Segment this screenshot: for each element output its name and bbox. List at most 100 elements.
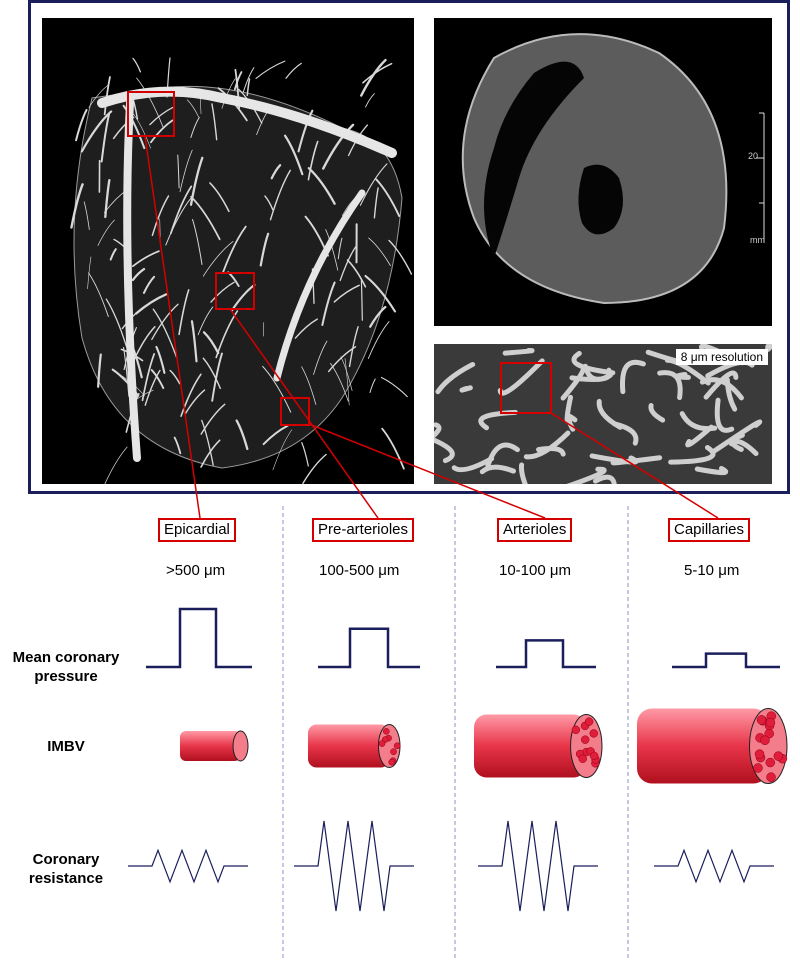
imbv-vessel-arterioles [474,714,603,778]
pressure-pulse-epicardial [146,607,252,669]
vessel-branch [192,219,203,265]
microvessel-branch [479,464,517,475]
vessel-branch [202,331,220,355]
microvessel-branch [685,424,714,448]
scale-bar-unit-label: mm [750,235,765,245]
vessel-branch [150,119,174,144]
pressure-pulse-pre-arterioles [318,627,420,669]
vessel-branch [242,67,255,93]
vessel-branch [388,239,413,275]
vessel-branch [368,237,391,267]
vessel-branch [209,182,230,213]
vessel-branch [144,369,161,406]
row-label-pressure: Mean coronary pressure [0,648,132,686]
vessel-branch [360,58,387,97]
vessel-branch [177,154,180,189]
microvessel-branch [703,370,739,400]
vessel-branch [109,248,117,261]
row-label-pressure-line1: Mean coronary [12,649,120,666]
pressure-pulse-capillaries [672,652,780,669]
vessel-branch [104,446,128,484]
microvessel-branch [593,474,617,484]
vessel-branch [87,256,92,290]
vessel-branch [132,57,142,73]
ct-slice-illustration [461,33,765,305]
microvessel-branch [459,385,473,393]
row-label-imbv: IMBV [47,738,85,755]
vessel-branch [100,113,110,163]
vessel-branch [122,347,130,397]
resistance-trace-epicardial [128,848,248,884]
category-label-arterioles: Arterioles [497,518,573,542]
vessel-branch [262,322,265,337]
vessel-branch [330,362,349,402]
vessel-branch [132,250,160,268]
microvessel-branch [765,344,772,352]
vessel-branch [221,78,236,109]
highlight-box [215,272,255,310]
microvessel-branch [485,442,520,469]
vessel-branch [190,320,198,363]
vessel-branch [88,272,109,318]
vessel-branch [230,283,256,312]
microvessel-branch [589,453,639,465]
highlight-box [500,362,552,414]
microvessel-branch [694,465,729,476]
resolution-label: 8 μm resolution [675,349,768,365]
vessel-branch [272,429,293,471]
microvessel-branch [564,394,574,425]
row-label-resistance: Coronary resistance [0,850,132,888]
vessel-branch [301,442,309,467]
scale-bar-tick-label: 20 [748,151,759,161]
ct-slice-image: 20 mm [434,18,772,326]
vessel-branch [197,306,214,336]
microvessel-image: 8 μm resolution [434,344,772,484]
imbv-vessel-epicardial [180,730,249,762]
vessel-branch [179,149,193,193]
vessel-branch [333,284,360,303]
imbv-vessel-pre-arterioles [308,723,401,769]
resistance-trace-pre-arterioles [294,820,414,912]
vessel-branch [270,164,282,180]
microvessel-branch [435,361,476,395]
heart-vessel-image [42,18,414,484]
vessel-branch [359,163,388,206]
vessel-branch [202,241,234,277]
vessel-branch [104,178,111,219]
vessel-branch [313,340,328,375]
microvessel-branch [502,348,535,356]
size-label-arterioles: 10-100 μm [499,562,572,579]
vessel-branch [200,403,226,435]
callout-line [229,308,379,519]
vessel-branch [88,85,109,108]
vessel-branch [170,185,193,235]
vessel-branch [302,453,327,484]
vessel-branch [294,318,318,339]
vessel-branch [380,376,408,398]
vessel-branch [152,308,178,358]
vessel-branch [135,293,168,315]
resistance-trace-arterioles [478,820,598,912]
microvessel-branch [728,439,759,457]
vessel-branch [222,225,247,274]
vessel-branch [233,71,243,91]
vessel-branch [297,109,314,153]
vessel-branch [362,62,393,84]
vessel-branch [364,274,397,313]
vessel-branch [269,169,291,221]
vessel-branch [169,369,181,385]
microvessel-branch [523,430,571,460]
vessel-branch [262,365,292,413]
category-label-capillaries: Capillaries [668,518,751,542]
callout-line [308,423,546,519]
vessel-branch [184,389,206,415]
vessel-branch [246,78,251,97]
vessel-branch [215,310,239,359]
microvessel-branch [714,397,735,433]
category-label-epicardial: Epicardial [158,518,236,542]
vessel-branch [348,326,359,368]
vessel-branch [189,156,204,206]
size-label-capillaries: 5-10 μm [684,562,740,579]
vessel-branch [360,279,363,321]
vessel-branch [346,259,367,288]
